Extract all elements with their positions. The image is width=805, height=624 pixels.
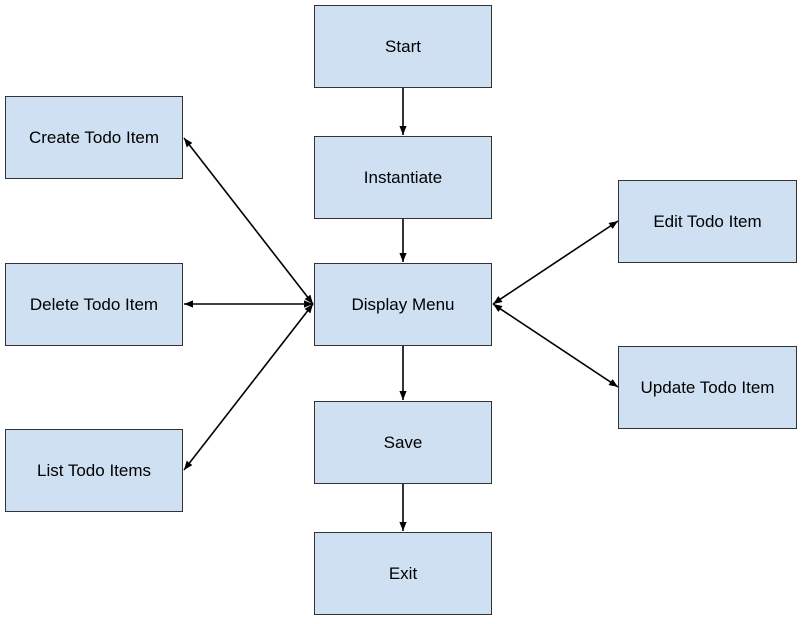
node-delete-todo-item: Delete Todo Item — [5, 263, 183, 346]
node-instantiate: Instantiate — [314, 136, 492, 219]
edge-display-menu-create-todo-item — [183, 137, 314, 305]
node-list-todo-items: List Todo Items — [5, 429, 183, 512]
node-start: Start — [314, 5, 492, 88]
node-update-todo-item: Update Todo Item — [618, 346, 797, 429]
edge-display-menu-update-todo-item — [492, 303, 619, 388]
node-save: Save — [314, 401, 492, 484]
node-exit: Exit — [314, 532, 492, 615]
edge-display-menu-edit-todo-item — [492, 220, 619, 305]
node-create-todo-item: Create Todo Item — [5, 96, 183, 179]
node-edit-todo-item: Edit Todo Item — [618, 180, 797, 263]
edge-display-menu-list-todo-items — [183, 303, 314, 471]
node-display-menu: Display Menu — [314, 263, 492, 346]
